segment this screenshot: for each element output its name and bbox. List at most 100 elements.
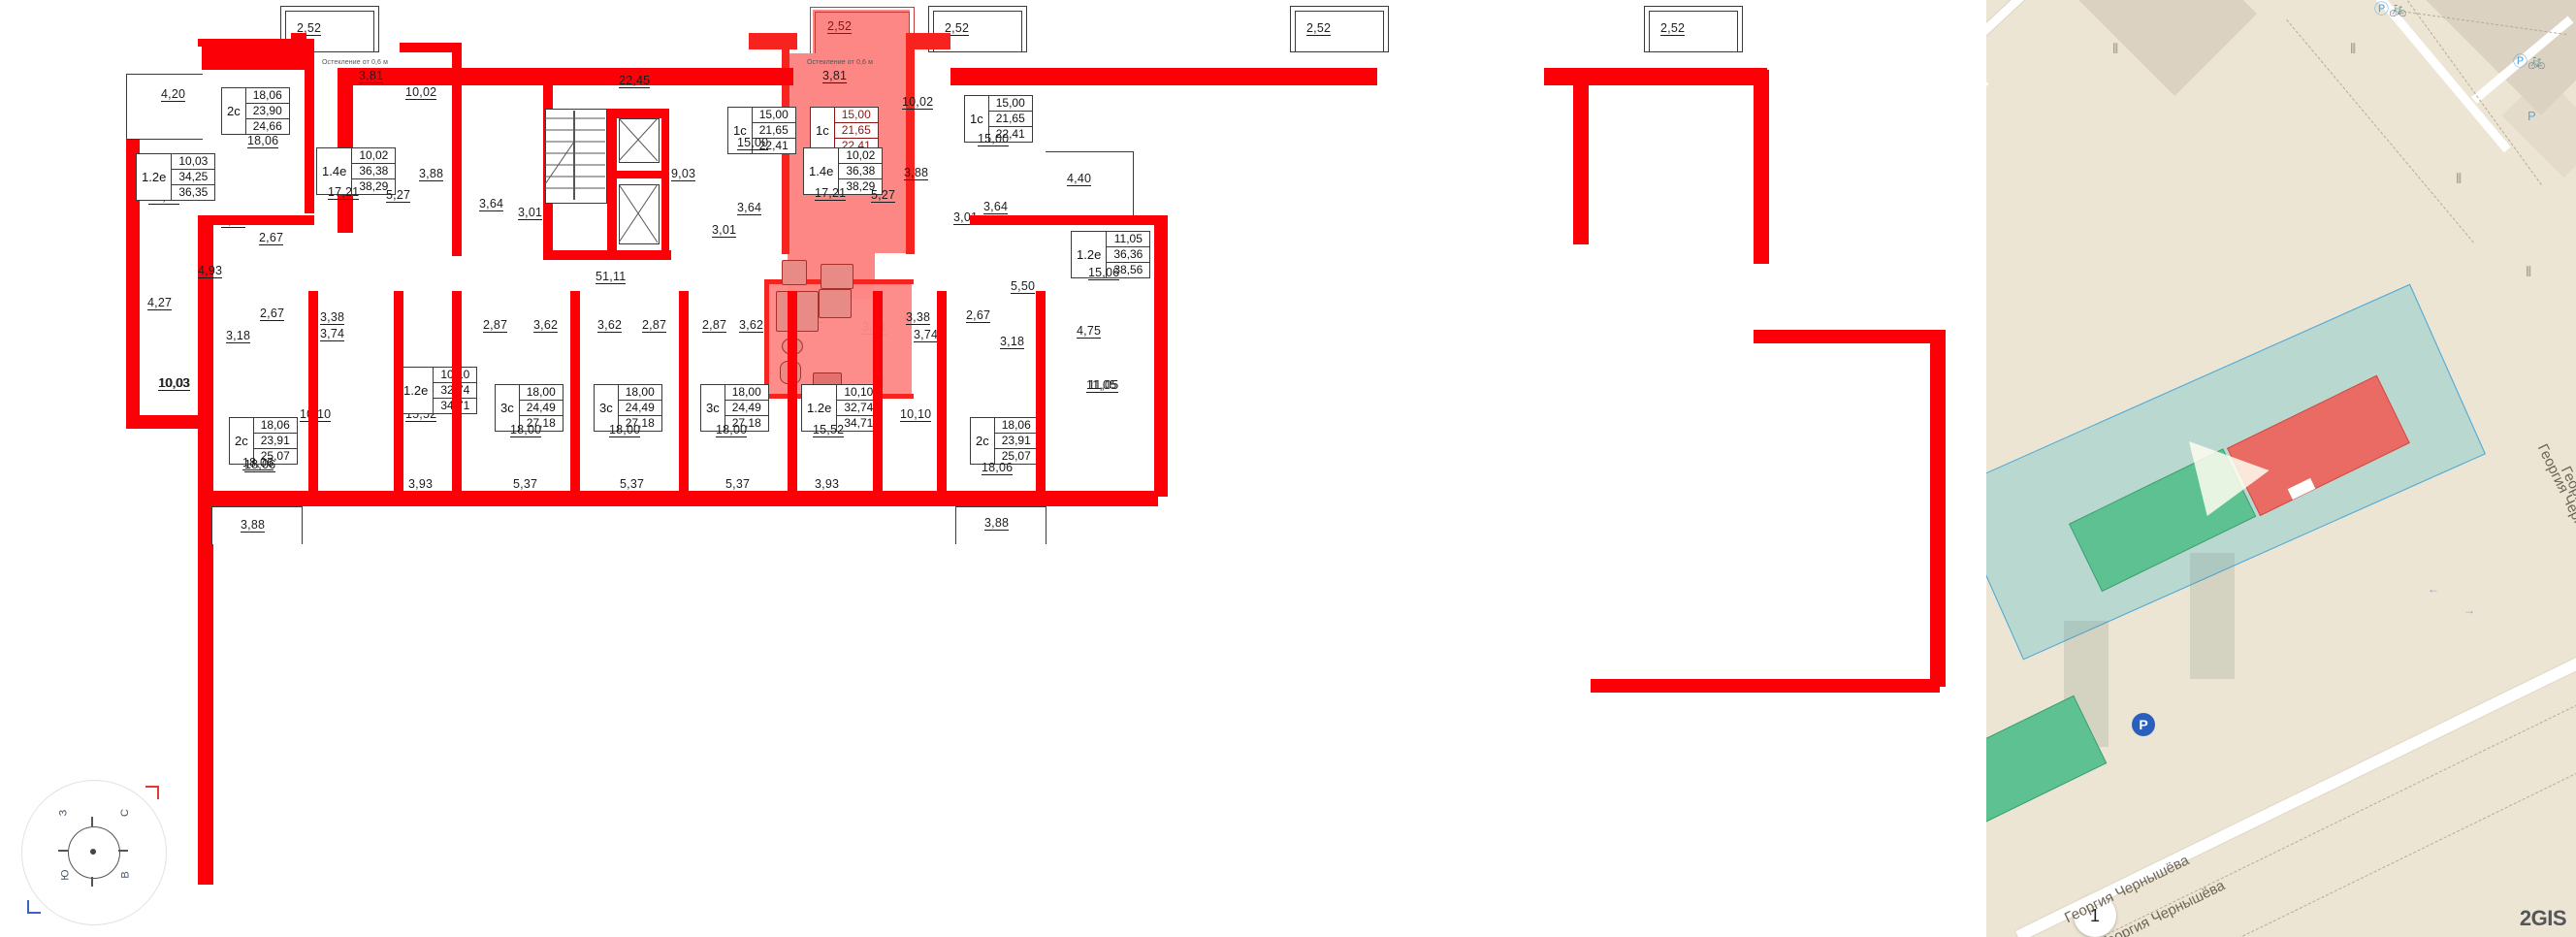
shower-icon [776, 291, 819, 332]
glazing-note: Остекление от 0,6 м [807, 59, 873, 66]
map-road [1986, 78, 1989, 190]
balcony-area-3-88b: 3,88 [984, 516, 1010, 532]
apartment-spec-15[interactable]: 2c 18,06 23,91 25,07 [970, 417, 1039, 465]
spec-living: 18,00 [526, 385, 556, 399]
spec-area: 23,91 [994, 433, 1038, 448]
apartment-spec-11[interactable]: 3c 18,00 24,49 27,18 [495, 384, 564, 432]
spec-area: 24,49 [724, 400, 768, 415]
compass-corner-north-icon [145, 786, 159, 799]
spec-code: 1.4e [317, 148, 353, 194]
wall [1591, 679, 1940, 693]
compass-east-label: В [119, 871, 132, 879]
wall [198, 39, 305, 47]
compass-south-label: Ю [59, 869, 72, 881]
balcony-outline-inner [1649, 11, 1738, 52]
apartment-spec-14[interactable]: 1.2e 10,10 32,74 34,71 [801, 384, 882, 432]
room-area-3-18b: 3,18 [1000, 335, 1025, 350]
selected-apartment-spec[interactable]: 1c 15,00 21,65 22,41 [810, 107, 879, 154]
elevator-x-icon [619, 184, 658, 242]
apartment-spec-6[interactable]: 1.4e 10,02 36,38 38,29 [803, 147, 884, 195]
spec-code: 3c [701, 385, 725, 431]
apartment-spec-7[interactable]: 1c 15,00 21,65 22,41 [964, 95, 1033, 143]
apartment-spec-4[interactable]: 1c 15,00 21,65 22,41 [727, 107, 796, 154]
wall [937, 291, 947, 504]
room-area-5-50: 5,50 [1011, 279, 1036, 295]
apartment-spec-12[interactable]: 3c 18,00 24,49 27,18 [594, 384, 662, 432]
compass-tick [118, 850, 128, 852]
spec-living: 15,00 [841, 108, 871, 121]
floor-plan-pane[interactable]: 2,52 2,52 2,52 2,52 2,52 1c 15,00 21,65 … [0, 0, 1986, 937]
spec-total: 27,18 [618, 415, 661, 431]
room-area-5-27a: 5,27 [386, 188, 411, 204]
wall [338, 68, 793, 85]
spec-living: 18,00 [625, 385, 655, 399]
room-area-9-03: 9,03 [671, 167, 696, 182]
wall [570, 291, 580, 504]
room-area-2-67c: 2,67 [966, 308, 991, 324]
kitchen-sink-icon [782, 260, 807, 285]
room-area-18-00b: 18,00 [609, 423, 641, 438]
room-area-18-06c: 18,06 [982, 461, 1014, 476]
apartment-spec-8[interactable]: 1.2e 11,05 36,36 38,56 [1071, 231, 1151, 278]
room-area-2-87c: 2,87 [702, 318, 727, 334]
selected-wall-right [906, 33, 915, 254]
wall [950, 68, 1377, 85]
spec-code: 1c [965, 96, 989, 142]
spec-code: 1.2e [1072, 232, 1108, 277]
compass-tick [91, 817, 93, 826]
room-area-22-45: 22,45 [619, 74, 651, 89]
apartment-spec-2[interactable]: 1.2e 10,03 34,25 36,35 [136, 153, 216, 201]
wall [1036, 291, 1046, 495]
spec-code: 2c [222, 88, 246, 134]
wall [1573, 70, 1589, 244]
room-area-3-62b: 3,62 [597, 318, 623, 334]
spec-living: 18,00 [731, 385, 761, 399]
map-pane[interactable]: ⦀ ⦀ ⦀ ⦀ Ⓟ🚲 Ⓟ🚲 P P 1 ← → Георгия Чернышё [1986, 0, 2576, 937]
compass-north-label: С [118, 809, 131, 817]
spec-area: 36,38 [839, 163, 883, 178]
crosswalk-icon: ⦀ [2526, 264, 2533, 279]
spec-total: 22,41 [988, 126, 1032, 142]
wall [308, 291, 318, 504]
room-area-3-64b: 3,64 [737, 201, 762, 216]
wall [970, 215, 1164, 225]
room-area-17-21a: 17,21 [328, 185, 360, 201]
spec-code: 1.2e [137, 154, 173, 200]
apartment-spec-1[interactable]: 2c 18,06 23,90 24,66 [221, 87, 290, 135]
room-area-18-06a: 18,06 [247, 134, 279, 149]
spec-area: 21,65 [752, 122, 795, 138]
wall [543, 250, 671, 260]
wall [1544, 68, 1767, 85]
room-area-17-21b: 17,21 [815, 186, 847, 202]
compass-inner-ring [68, 826, 120, 879]
apartment-spec-13[interactable]: 3c 18,00 24,49 27,18 [700, 384, 769, 432]
room-area-3-88b: 3,88 [904, 166, 929, 181]
wall [1154, 215, 1168, 497]
spec-area: 32,74 [837, 400, 881, 415]
room-area-3-74a: 3,74 [320, 327, 345, 342]
compass-west-label: З [57, 809, 70, 817]
spec-code: 2c [971, 418, 995, 464]
apartment-spec-10[interactable]: 1.2e 10,10 32,74 34,71 [398, 367, 478, 414]
room-area-3-01b: 3,01 [712, 223, 737, 239]
wall [198, 215, 314, 225]
balcony-outline-inner [1295, 11, 1384, 52]
loggia-area-3-81b: 3,81 [822, 69, 848, 84]
spec-code: 1.2e [802, 385, 838, 431]
compass-tick [58, 850, 68, 852]
spec-total: 27,18 [519, 415, 563, 431]
room-area-2-67a: 2,67 [259, 231, 284, 246]
spec-living: 11,05 [1113, 232, 1143, 245]
room-area-5-27b: 5,27 [871, 188, 896, 204]
spec-total: 25,07 [994, 448, 1038, 464]
parking-icon-top[interactable]: P [2528, 109, 2536, 123]
bike-parking-icon-2[interactable]: Ⓟ🚲 [2513, 53, 2546, 70]
bike-parking-icon[interactable]: Ⓟ🚲 [2374, 1, 2407, 17]
compass-rose: С В Ю З [8, 768, 178, 935]
apartment-spec-9[interactable]: 2c 18,06 23,91 25,07 [229, 417, 298, 465]
spec-total: 36,35 [172, 184, 215, 200]
parking-marker[interactable]: P [2132, 713, 2155, 736]
spec-living: 18,06 [260, 418, 290, 432]
apartment-spec-3[interactable]: 1.4e 10,02 36,38 38,29 [316, 147, 397, 195]
